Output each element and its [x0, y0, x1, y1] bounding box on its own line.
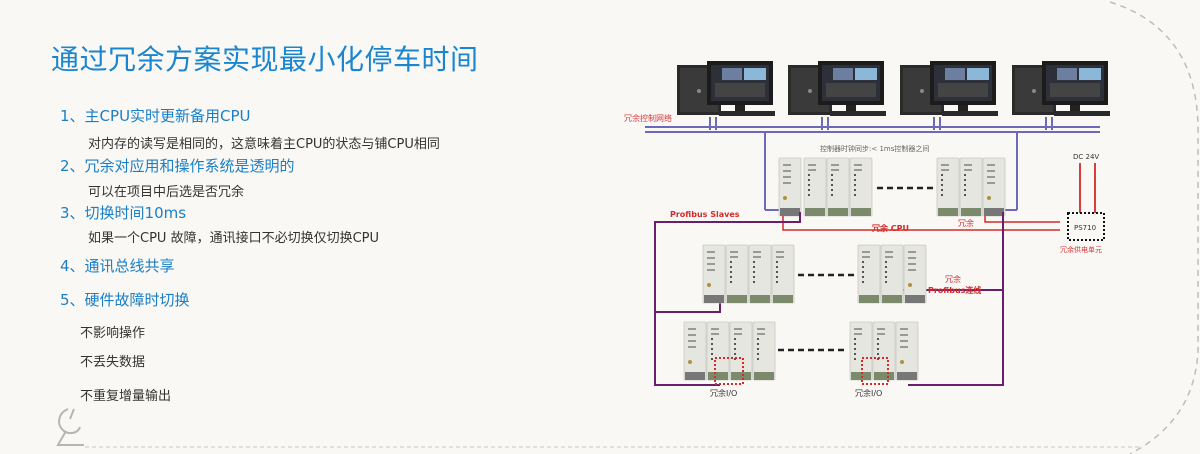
dc-label: DC 24V [1073, 153, 1099, 161]
profibus-slaves-label: Profibus Slaves [670, 210, 740, 219]
redundancy-diagram: 冗余控制网络 控制器时钟同步:< 1ms控制器之间 冗余 CPU 冗余 Prof… [624, 61, 1110, 398]
io-label-right: 冗余I/O [855, 388, 882, 398]
point-1-detail: 对内存的读写是相同的，这意味着主CPU的状态与铺CPU相同 [88, 137, 440, 152]
ps-caption: 冗余供电单元 [1060, 245, 1102, 254]
redundant-cpu-label: 冗余 CPU [871, 223, 909, 233]
point-1-label: 1、主CPU实时更新备用CPU [60, 107, 251, 125]
sync-label: 控制器时钟同步:< 1ms控制器之间 [820, 144, 929, 153]
sub-item-2: 不丢失数据 [80, 355, 146, 370]
point-5-label: 5、硬件故障时切换 [60, 291, 190, 309]
ps-label: PS710 [1074, 224, 1096, 232]
network-label: 冗余控制网络 [624, 113, 672, 123]
point-2-label: 2、冗余对应用和操作系统是透明的 [60, 157, 295, 175]
point-2-detail: 可以在项目中后选是否冗余 [88, 185, 245, 200]
page-title: 通过冗余方案实现最小化停车时间 [51, 43, 479, 76]
satellite-dish-icon [56, 408, 84, 446]
profibus-redundant-label-2: Profibus连线 [928, 285, 981, 295]
point-4-label: 4、通讯总线共享 [60, 257, 175, 275]
point-3-label: 3、切换时间10ms [60, 204, 187, 222]
point-3-detail: 如果一个CPU 故障，通讯接口不必切换仅切换CPU [88, 231, 379, 246]
sub-item-1: 不影响操作 [80, 326, 146, 341]
io-label-left: 冗余I/O [710, 388, 737, 398]
sub-item-3: 不重复增量输出 [80, 389, 172, 404]
profibus-redundant-label-1: 冗余 [945, 274, 961, 284]
redundant-label: 冗余 [958, 218, 974, 228]
